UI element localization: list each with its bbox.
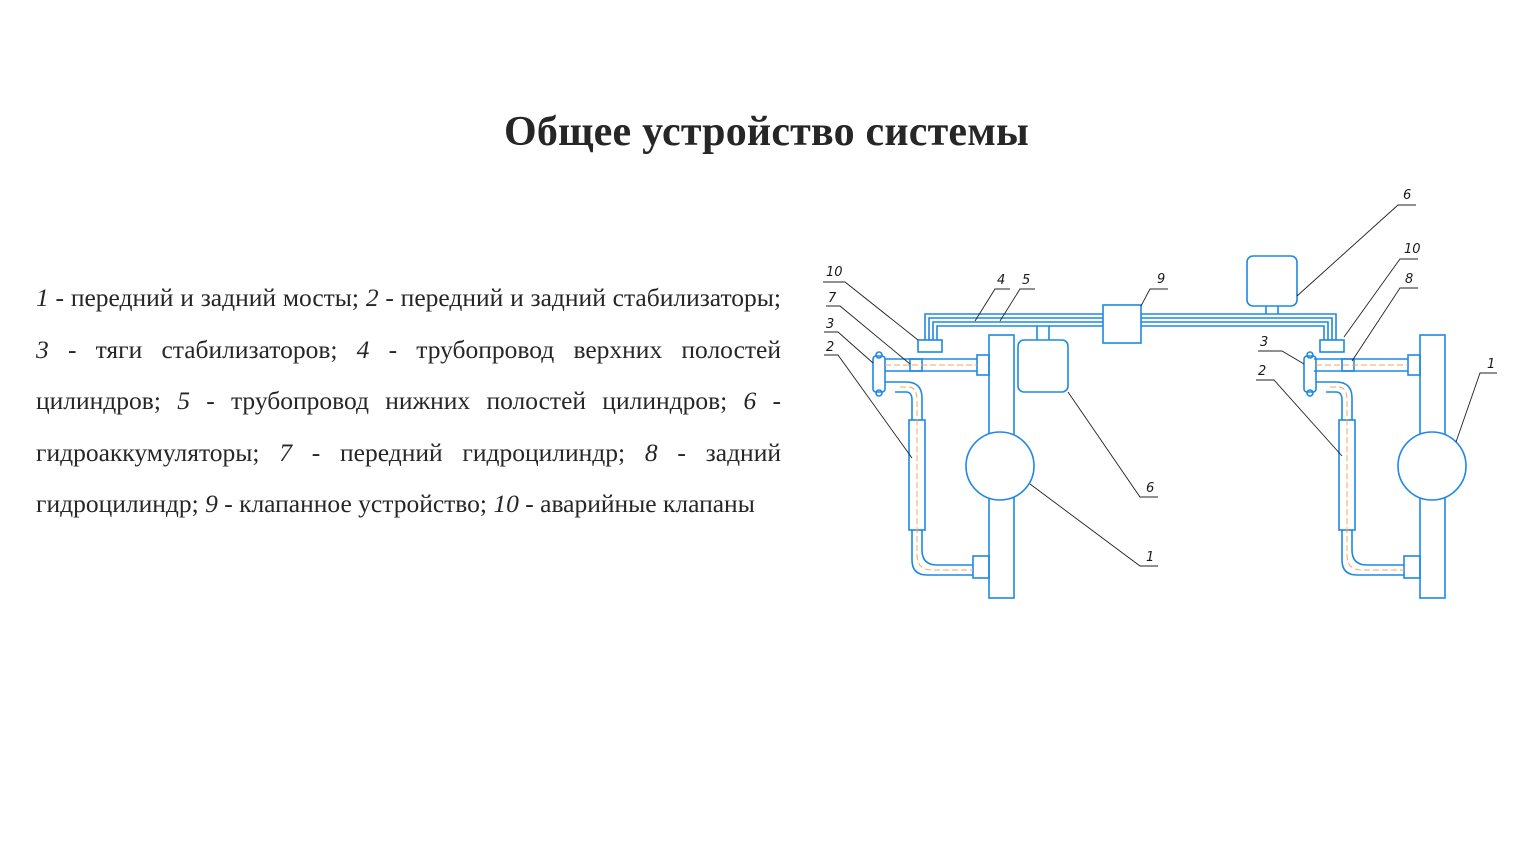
legend-text-6: - гидроаккумуляторы; bbox=[36, 386, 781, 467]
legend-text-3: - тяги стабилизаторов; bbox=[48, 334, 357, 364]
legend-num-7: 7 bbox=[279, 437, 292, 467]
callout-labels: 10 7 3 2 4 5 9 6 10 8 3 2 1 6 1 bbox=[826, 188, 1495, 565]
emergency-valve-right bbox=[1319, 339, 1345, 353]
legend-text: 1 - передний и задний мосты; 2 - передни… bbox=[36, 272, 781, 530]
diagram-lines bbox=[872, 255, 1467, 599]
accumulator-middle bbox=[1017, 339, 1069, 393]
legend-num-6: 6 bbox=[743, 386, 757, 415]
callout-6-bottom: 6 bbox=[1146, 481, 1154, 496]
legend-text-1: - передний и задний мосты; bbox=[48, 283, 366, 312]
callout-2-right: 2 bbox=[1258, 364, 1266, 379]
callout-10-right: 10 bbox=[1404, 242, 1421, 257]
legend-text-5: - трубопровод нижних полостей цилиндров; bbox=[189, 386, 744, 415]
slide-title: Общее устройство системы bbox=[503, 109, 1030, 155]
callout-4: 4 bbox=[997, 273, 1005, 288]
legend-text-4: - трубопровод верхних полостей цилиндров… bbox=[36, 334, 781, 416]
valve-device bbox=[1102, 304, 1142, 344]
legend-num-2: 2 bbox=[365, 283, 379, 312]
leader-lines bbox=[823, 204, 1497, 567]
center-lines bbox=[885, 364, 1408, 571]
legend-num-1: 1 bbox=[36, 283, 49, 312]
legend-num-3: 3 bbox=[36, 334, 49, 364]
pipeline-lower bbox=[932, 321, 1329, 340]
callout-1-bottom: 1 bbox=[1146, 550, 1154, 565]
front-axle-wheel bbox=[965, 431, 1035, 501]
legend-text-7: - передний гидроцилиндр; bbox=[292, 437, 645, 467]
callout-3-left: 3 bbox=[826, 317, 834, 332]
legend-num-8: 8 bbox=[644, 437, 658, 467]
legend-text-10: - аварийные клапаны bbox=[518, 489, 755, 518]
legend-num-5: 5 bbox=[177, 386, 190, 415]
legend-num-10: 10 bbox=[493, 489, 519, 518]
legend-text-2: - передний и задний стабилизаторы; bbox=[378, 283, 781, 312]
callout-1-right: 1 bbox=[1487, 357, 1495, 372]
callout-5: 5 bbox=[1022, 273, 1030, 288]
emergency-valve-left bbox=[917, 339, 943, 353]
callout-10-left: 10 bbox=[826, 265, 843, 280]
callout-6-top: 6 bbox=[1403, 188, 1411, 203]
callout-8: 8 bbox=[1405, 272, 1413, 287]
legend-num-4: 4 bbox=[356, 334, 370, 364]
callout-7: 7 bbox=[828, 291, 837, 306]
legend-text-9: - клапанное устройство; bbox=[217, 489, 494, 518]
callout-2-left: 2 bbox=[826, 340, 834, 355]
rear-axle-wheel bbox=[1397, 431, 1467, 501]
callout-3-right: 3 bbox=[1260, 335, 1268, 350]
accumulator-top bbox=[1246, 255, 1298, 307]
callout-9: 9 bbox=[1157, 272, 1165, 287]
hydraulic-system-diagram: 10 7 3 2 4 5 9 6 10 8 3 2 1 6 1 bbox=[823, 188, 1497, 599]
legend-num-9: 9 bbox=[205, 489, 218, 518]
pipeline-upper bbox=[924, 313, 1337, 340]
legend-text-8: - задний гидроцилиндр; bbox=[36, 437, 781, 519]
